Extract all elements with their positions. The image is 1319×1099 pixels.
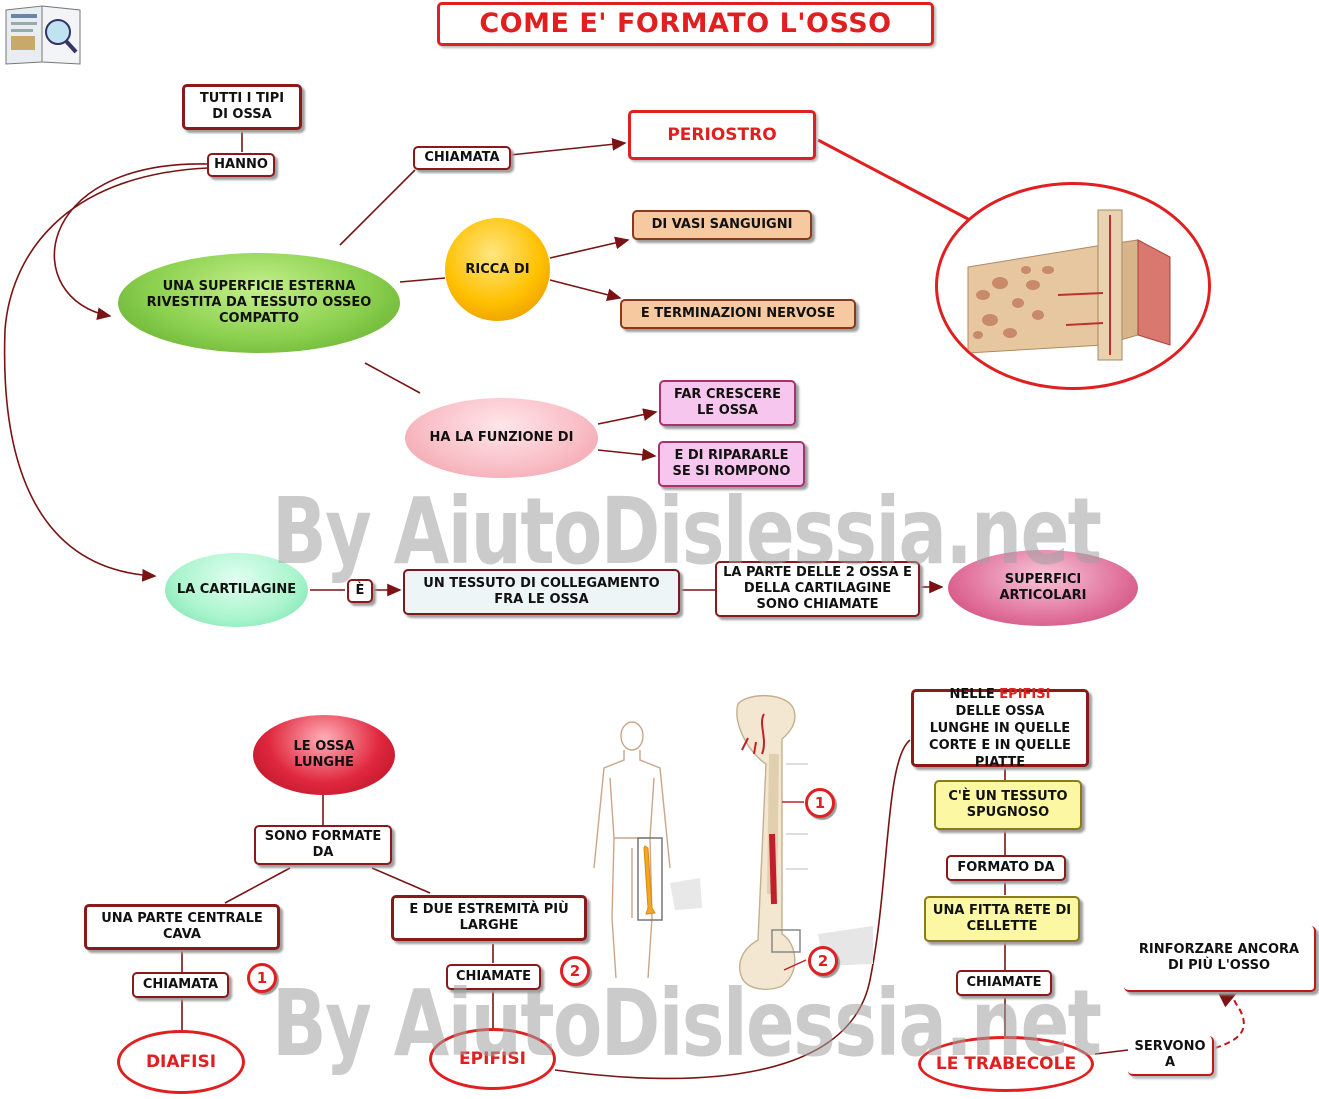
femur-illustration [728,694,878,994]
femur-number-1-marker: 1 [805,788,835,818]
epifisi-oval: EPIFISI [429,1028,556,1090]
periosteum-illustration [935,182,1211,390]
chiamata-label-diafisi: CHIAMATA [132,972,229,998]
number-1-marker: 1 [247,963,277,993]
number-2-marker: 2 [560,956,590,986]
nelle-epifisi-rest: DELLE OSSA LUNGHE IN QUELLE CORTE E IN Q… [929,703,1071,770]
terminazioni-box: E TERMINAZIONI NERVOSE [620,299,856,329]
trabecole-oval: LE TRABECOLE [918,1036,1094,1092]
periostro-box: PERIOSTRO [628,110,816,160]
watermark-top: By AiutoDislessia.net [272,478,1102,585]
superficie-ellipse: UNA SUPERFICIE ESTERNA RIVESTITA DA TESS… [118,253,400,353]
formate-da-box: SONO FORMATE DA [254,825,392,865]
chiamata-label-top: CHIAMATA [413,146,511,170]
human-figure-illustration [590,718,710,993]
book-logo-icon [2,2,84,66]
superfici-articolari-ellipse: SUPERFICI ARTICOLARI [948,550,1138,626]
ricca-di-circle: RICCA DI [445,218,550,321]
cartilagine-ellipse: LA CARTILAGINE [165,553,308,627]
parte-2-ossa-box: LA PARTE DELLE 2 OSSA E DELLA CARTILAGIN… [715,561,920,617]
nelle-epifisi-box: NELLE EPIFISI DELLE OSSA LUNGHE IN QUELL… [911,686,1089,770]
ossa-lunghe-ellipse: LE OSSA LUNGHE [253,715,395,795]
tessuto-collegamento-box: UN TESSUTO DI COLLEGAMENTO FRA LE OSSA [403,569,680,615]
nelle-epifisi-line1: NELLE EPIFISI [949,686,1051,702]
chiamate-label-epifisi: CHIAMATE [446,964,541,990]
parte-centrale-box: UNA PARTE CENTRALE CAVA [84,904,280,950]
rinforzare-box: RINFORZARE ANCORA DI PIÙ L'OSSO [1124,926,1316,992]
diafisi-oval: DIAFISI [117,1030,245,1094]
funzione-ellipse: HA LA FUNZIONE DI [405,398,598,478]
tessuto-spugnoso-box: C'È UN TESSUTO SPUGNOSO [934,780,1082,830]
watermark-bottom: By AiutoDislessia.net [272,970,1102,1077]
chiamate-label-trabecole: CHIAMATE [956,970,1052,996]
e-verb-label: È [347,579,373,603]
estremita-box: E DUE ESTREMITÀ PIÙ LARGHE [391,895,587,941]
far-crescere-box: FAR CRESCERE LE OSSA [659,380,796,426]
femur-number-2-marker: 2 [808,946,838,976]
vasi-sanguigni-box: DI VASI SANGUIGNI [632,210,812,240]
servono-a-box: SERVONO A [1128,1036,1214,1076]
tutti-i-tipi-box: TUTTI I TIPI DI OSSA [182,84,302,130]
hanno-label: HANNO [207,153,275,177]
formato-da-label: FORMATO DA [946,855,1066,881]
page-title: COME E' FORMATO L'OSSO [437,2,934,46]
fitta-rete-box: UNA FITTA RETE DI CELLETTE [924,896,1080,942]
ripararle-box: E DI RIPARARLE SE SI ROMPONO [658,441,805,487]
